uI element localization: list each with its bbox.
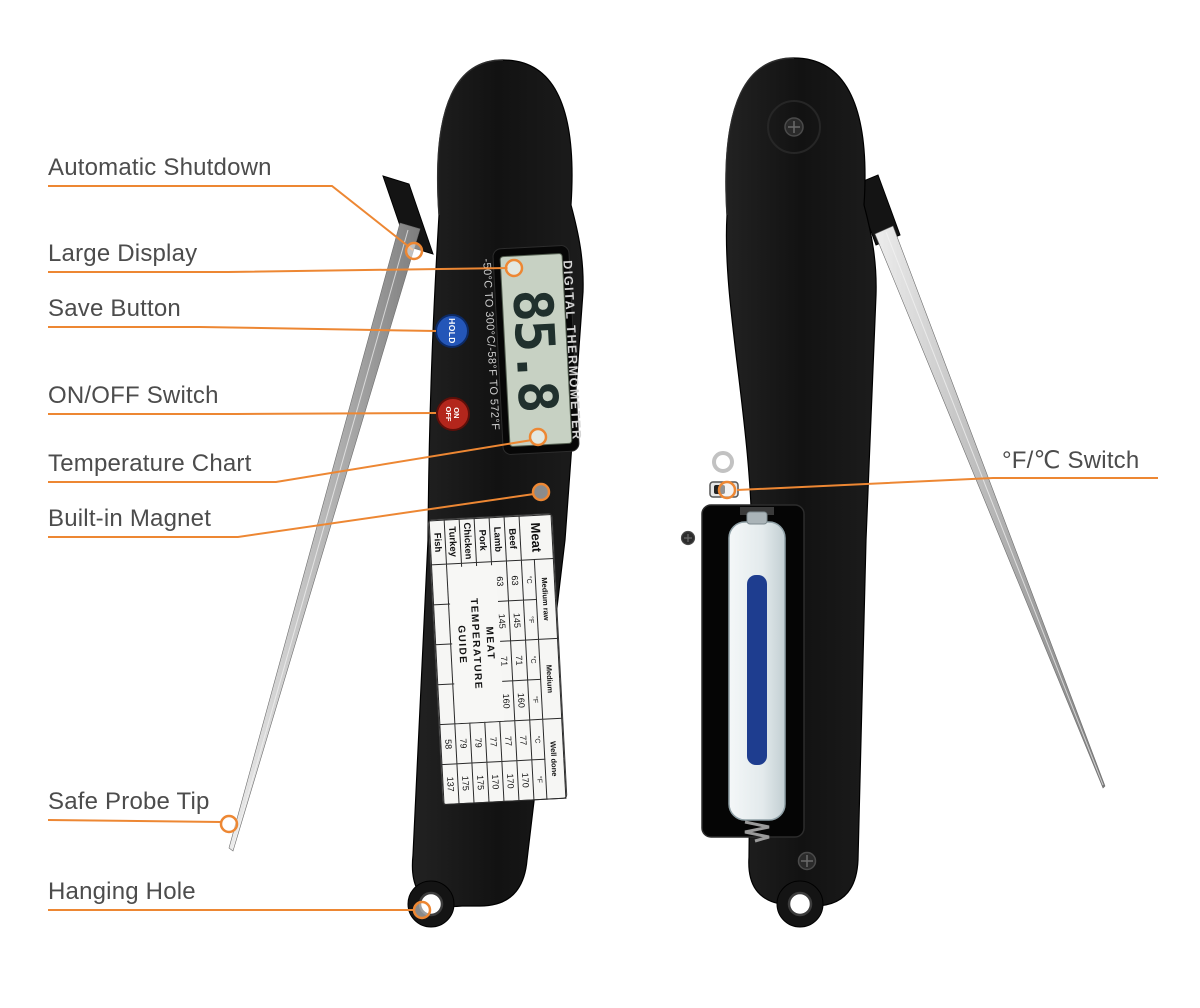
on-off-label: ON OFF: [444, 407, 461, 422]
unit-cell: °F: [531, 759, 547, 800]
unit-cell: °F: [527, 679, 543, 720]
meat-value-cell: 175: [471, 762, 489, 803]
hanging-hole-front: [418, 891, 444, 917]
hinge-cap: [767, 100, 821, 154]
meat-value-cell: [433, 604, 451, 645]
meat-name-cell: Turkey: [444, 519, 462, 565]
battery-label-stripe: [747, 575, 767, 765]
caption-line: GUIDE: [455, 625, 469, 665]
meat-value-cell: 63: [506, 560, 524, 601]
meat-name-cell: Fish: [429, 520, 447, 565]
meat-name-cell: Lamb: [489, 517, 507, 562]
callout-label-on-off-switch: ON/OFF Switch: [48, 382, 219, 409]
probe-needle-front: [228, 222, 421, 852]
meat-value-cell: 79: [469, 722, 487, 764]
meat-value-cell: 170: [486, 761, 504, 803]
callout-label-hanging-hole: Hanging Hole: [48, 878, 196, 905]
screw-top: [784, 117, 804, 137]
meat-value-cell: 137: [441, 763, 460, 805]
lcd-value: 85.8: [500, 287, 569, 412]
meat-value-cell: 175: [456, 763, 475, 804]
meat-value-cell: 170: [501, 760, 519, 802]
meat-name-cell: Beef: [504, 516, 522, 561]
meat-value-cell: 77: [499, 720, 517, 762]
screw-side: [680, 530, 696, 546]
hanging-hole-back: [787, 891, 813, 917]
caption-line: MEAT: [483, 626, 497, 661]
screw-bottom: [797, 851, 817, 871]
meat-value-cell: [431, 564, 449, 605]
meat-chart-caption: MEAT TEMPERATURE GUIDE: [448, 564, 505, 724]
thermometer-back: [680, 57, 1106, 928]
unit-cell: °C: [521, 559, 537, 601]
probe-back: [853, 174, 1106, 789]
probe-needle-back: [874, 225, 1106, 789]
unit-cell: °C: [525, 639, 541, 681]
metal-loop: [712, 451, 734, 473]
hold-label: HOLD: [447, 318, 457, 344]
meat-value-cell: [437, 683, 455, 725]
meat-value-cell: 58: [439, 723, 457, 765]
callout-label-fc-switch: °F/℃ Switch: [1002, 447, 1140, 474]
callout-label-large-display: Large Display: [48, 240, 198, 267]
callout-label-automatic-shutdown: Automatic Shutdown: [48, 154, 272, 181]
meat-value-cell: 160: [512, 680, 530, 721]
meat-chart-sticker: Meat Medium raw Medium Well done °C °F °…: [427, 512, 568, 806]
meat-value-cell: 145: [508, 600, 526, 641]
meat-value-cell: 79: [454, 723, 472, 764]
meat-value-cell: 71: [510, 640, 528, 681]
callout-label-temperature-chart: Temperature Chart: [48, 450, 252, 477]
meat-name-cell: Pork: [474, 517, 492, 563]
meat-value-cell: 77: [484, 721, 502, 763]
battery-spring: [744, 820, 770, 843]
meat-value-cell: [435, 643, 453, 685]
callout-label-built-in-magnet: Built-in Magnet: [48, 505, 212, 532]
hold-button[interactable]: HOLD: [435, 314, 469, 348]
unit-cell: °C: [529, 719, 545, 760]
callout-label-safe-probe-tip: Safe Probe Tip: [48, 788, 210, 815]
unit-cell: °F: [523, 599, 539, 641]
fc-switch[interactable]: [709, 481, 739, 498]
on-off-button[interactable]: ON OFF: [436, 397, 470, 431]
callout-label-save-button: Save Button: [48, 295, 181, 322]
meat-name-cell: Chicken: [459, 518, 477, 564]
meat-value-cell: 77: [514, 719, 532, 761]
meat-chart-corner: Meat: [519, 514, 554, 561]
caption-line: TEMPERATURE: [468, 597, 485, 691]
probe-front: [228, 175, 434, 852]
meat-value-cell: 170: [516, 759, 534, 801]
battery-compartment: [701, 504, 805, 843]
